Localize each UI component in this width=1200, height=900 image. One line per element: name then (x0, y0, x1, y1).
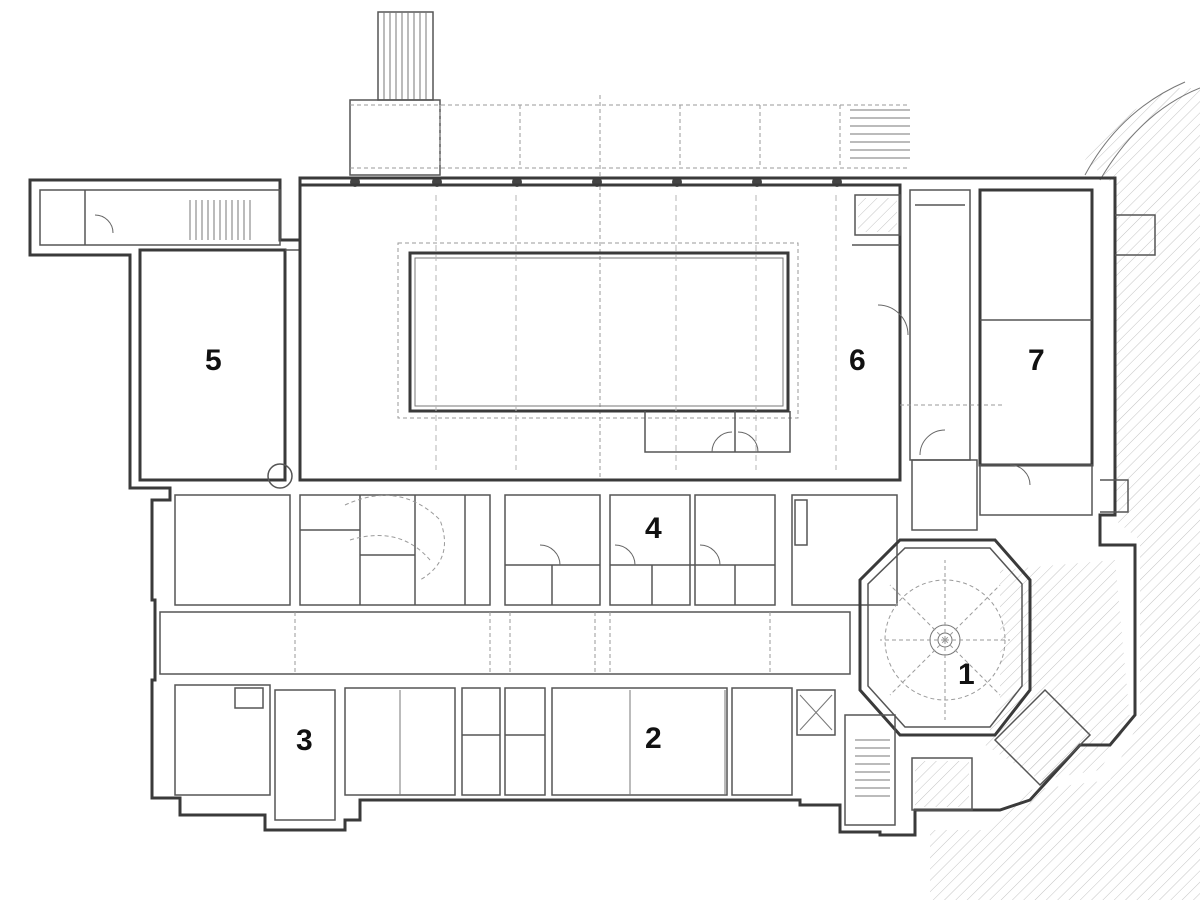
room-1-octagon (858, 538, 1032, 737)
room-label-5: 5 (205, 344, 222, 377)
room-label-2: 2 (645, 722, 662, 755)
building-outline (28, 176, 1156, 837)
room-6-pool-hall (298, 183, 909, 482)
bottom-rooms (174, 684, 836, 821)
top-stair (349, 11, 441, 176)
bottom-right-stair (844, 688, 1092, 826)
room-label-4: 4 (645, 512, 662, 545)
middle-block (174, 494, 898, 606)
room-label-1: 1 (958, 658, 975, 691)
annex-top-left (39, 189, 281, 246)
service-corridor (900, 189, 1005, 531)
room-label-3: 3 (296, 724, 313, 757)
room-label-6: 6 (849, 344, 866, 377)
main-corridor (159, 611, 851, 675)
room-label-7: 7 (1028, 344, 1045, 377)
room-5 (138, 248, 300, 489)
room-7 (978, 188, 1094, 516)
terrace-pergola (350, 95, 910, 478)
